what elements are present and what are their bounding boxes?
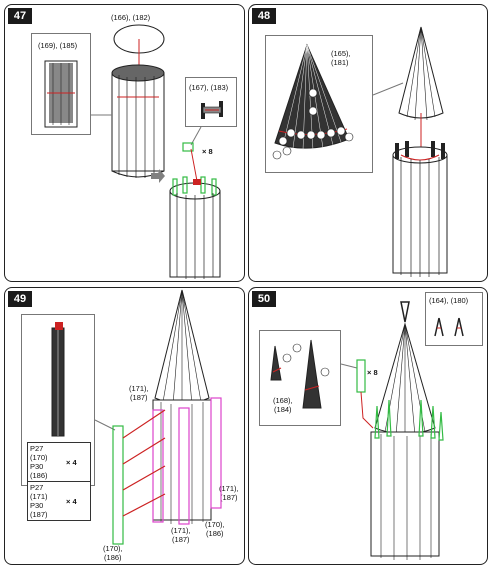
step-47-drawing <box>44 24 223 279</box>
bracket-inset <box>185 77 237 127</box>
glue-lines <box>122 409 166 517</box>
upper-ref-label: (171), (187) <box>129 384 149 402</box>
pinnacle-label: (168), (184) <box>273 396 293 414</box>
parts-line1: P27 (170) <box>30 444 48 462</box>
finial-label: (164), (180) <box>429 296 469 305</box>
tower-pinnacles <box>374 399 444 441</box>
step-49-drawing <box>51 289 222 545</box>
upper-cylinder <box>111 64 165 178</box>
direction-arrow-icon <box>151 169 165 183</box>
step-48-drawing <box>272 26 448 277</box>
right-ref-label: (171), (187) <box>219 484 239 502</box>
spire-parts-label: (165), (181) <box>331 49 351 67</box>
spire-parts-text: (165), (181) <box>331 49 351 67</box>
parts-row-text: P27 (170) P30 (186) <box>30 444 62 480</box>
inner-tube-label: (169), (185) <box>38 41 78 50</box>
bracket-part <box>201 101 223 119</box>
inner-tube <box>44 60 78 128</box>
right-ref-text: (171), (187) <box>219 484 239 502</box>
step-number: 50 <box>252 291 276 307</box>
step-number: 47 <box>8 8 32 24</box>
callout-circles <box>272 88 354 160</box>
top-cover-label: (166), (182) <box>111 13 151 22</box>
bracket-count: × 8 <box>202 147 213 156</box>
green-strip <box>112 425 124 545</box>
step-48-panel: 48 (165), (181) <box>248 4 488 282</box>
parts-table: P27 (170) P30 (186) × 4 P27 (171) P30 (1… <box>27 442 91 521</box>
pinnacle-text: (168), (184) <box>273 396 293 414</box>
bottom-left-ref-text: (170), (186) <box>103 544 123 562</box>
parts-row-text: P27 (171) P30 (187) <box>30 483 62 519</box>
step-49-panel: 49 P27 (170) P30 (186) × 4 P27 (171) P30… <box>4 287 245 565</box>
step-50-panel: 50 (164), (180) (168), (184) × 8 <box>248 287 488 565</box>
parts-row: P27 (170) P30 (186) × 4 <box>28 443 90 482</box>
spire-cone <box>398 26 444 155</box>
step-47-panel: 47 (166), (182) (169), (185) (167), (183… <box>4 4 245 282</box>
bottom-right-ref-label: (170), (186) <box>205 520 225 538</box>
green-pinnacle <box>356 359 366 393</box>
bottom-right-ref-text: (170), (186) <box>205 520 225 538</box>
tower-body <box>392 141 448 277</box>
parts-count: × 4 <box>66 496 77 506</box>
parts-line2: P30 (187) <box>30 501 48 519</box>
step-number: 48 <box>252 8 276 24</box>
finial-parts <box>434 317 464 337</box>
tower-body <box>152 397 222 525</box>
bottom-left-ref-label: (170), (186) <box>103 544 123 562</box>
bracket-label: (167), (183) <box>189 83 229 92</box>
pinnacle-pieces <box>270 339 322 409</box>
finial-inset <box>425 292 483 346</box>
bottom-mid-ref-text: (171), (187) <box>171 526 191 544</box>
upper-ref-text: (171), (187) <box>129 384 149 402</box>
step-50-drawing <box>270 301 464 560</box>
tower-body <box>370 431 440 560</box>
parts-row: P27 (171) P30 (187) × 4 <box>28 482 90 520</box>
spire <box>374 301 436 437</box>
parts-line1: P27 (171) <box>30 483 48 501</box>
spire <box>154 289 210 406</box>
parts-count: × 4 <box>66 457 77 467</box>
lower-cylinder <box>169 176 221 279</box>
bottom-mid-ref-label: (171), (187) <box>171 526 191 544</box>
pinnacle-strip <box>51 322 65 437</box>
inset-callouts <box>282 343 330 377</box>
pinnacle-count: × 8 <box>367 368 378 377</box>
parts-line2: P30 (186) <box>30 462 48 480</box>
step-number: 49 <box>8 291 32 307</box>
